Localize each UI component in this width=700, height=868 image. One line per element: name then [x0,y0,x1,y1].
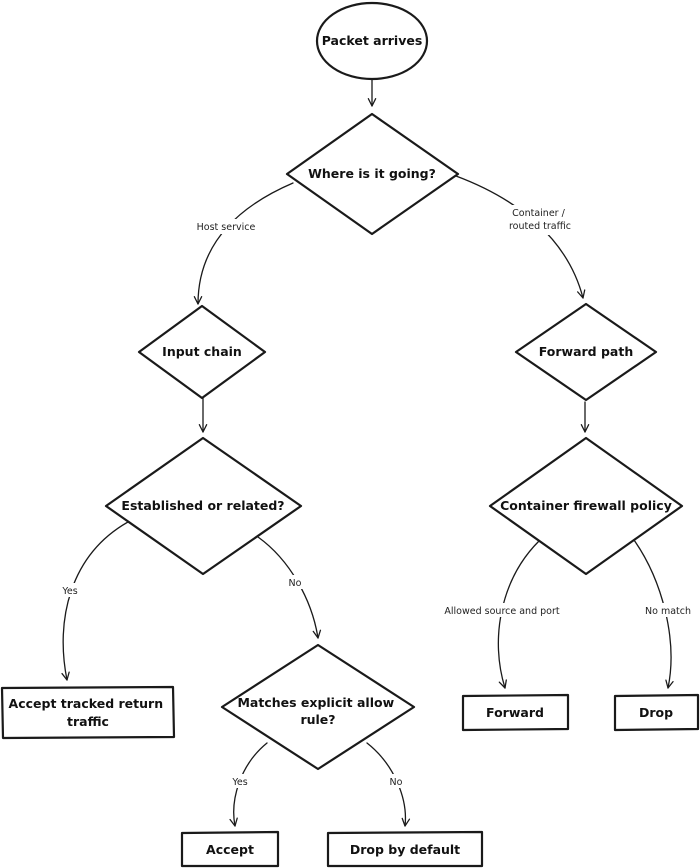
node-input-chain-label: Input chain [162,344,242,359]
node-destination-label: Where is it going? [308,166,436,181]
node-input-chain: Input chain [137,304,267,400]
edge-destination-to-input [193,182,294,305]
node-start: Packet arrives [315,1,429,81]
node-drop-label: Drop [639,705,673,720]
node-accept-tracked: Accept tracked return traffic [0,685,176,740]
node-forward-path: Forward path [514,302,658,402]
edge-label-host-service: Host service [197,222,256,233]
node-accept: Accept [180,830,280,868]
edge-label-no-match: No match [645,606,691,617]
edge-label-container-routed: Container / routed traffic [509,208,571,232]
node-forward-path-label: Forward path [539,344,634,359]
node-explicit-allow-decision: Matches explicit allow rule? [220,643,416,771]
node-drop: Drop [613,693,700,732]
node-established-label: Established or related? [121,498,284,513]
edge-label-yes-allow: Yes [231,777,247,788]
node-container-policy-label: Container firewall policy [500,498,672,513]
node-destination-decision: Where is it going? [285,112,460,236]
edge-label-yes-established: Yes [61,586,77,597]
node-container-policy-decision: Container firewall policy [488,436,684,576]
edge-destination-to-forward-path [455,175,586,299]
edge-label-no-allow: No [390,777,403,788]
node-accept-label: Accept [206,842,254,857]
node-explicit-allow-label: Matches explicit allow rule? [237,695,398,727]
node-accept-tracked-label: Accept tracked return traffic [9,696,168,729]
node-forward-label: Forward [486,705,544,720]
node-drop-default-label: Drop by default [350,842,460,857]
node-forward: Forward [461,693,570,732]
node-drop-default: Drop by default [326,830,484,868]
edge-established-yes [61,521,129,681]
edge-label-allowed: Allowed source and port [444,606,559,617]
node-established-decision: Established or related? [104,436,303,576]
edge-labels: Host service Container / routed traffic … [58,205,694,788]
edge-label-no-established: No [289,578,302,589]
node-start-label: Packet arrives [322,33,423,48]
